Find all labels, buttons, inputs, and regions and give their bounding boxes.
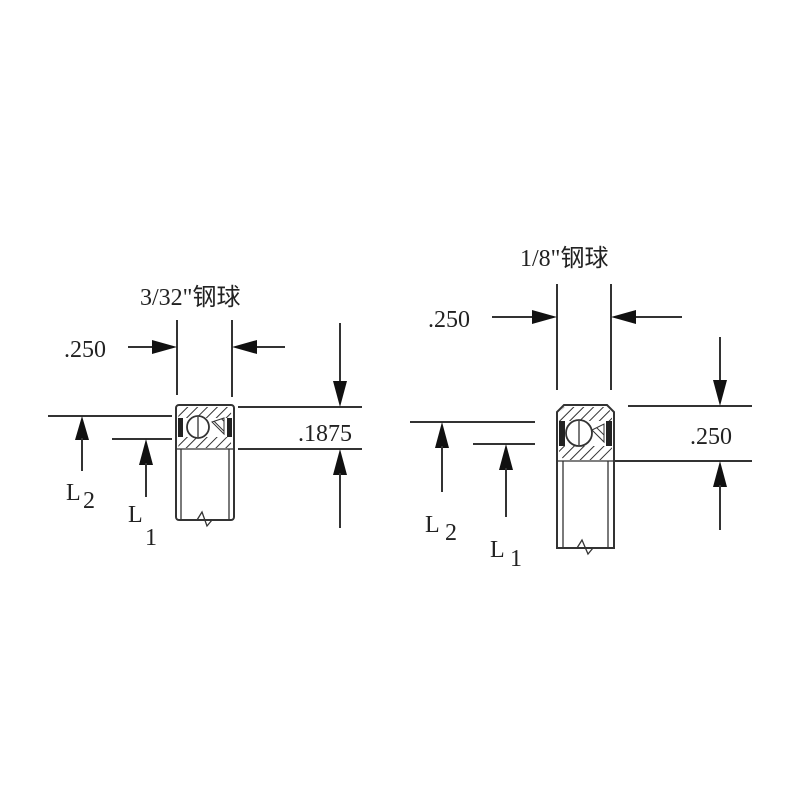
- arrow-left-icon: [611, 310, 636, 324]
- left-height-value: .1875: [298, 421, 352, 447]
- arrow-up-icon: [499, 444, 513, 470]
- arrow-down-icon: [333, 381, 347, 407]
- left-width-dimension: .250: [64, 320, 285, 397]
- left-l1-dimension: L 1: [112, 438, 172, 551]
- right-height-value: .250: [690, 424, 732, 450]
- arrow-up-icon: [333, 449, 347, 475]
- left-l2-dimension: L 2: [48, 415, 172, 514]
- arrow-up-icon: [713, 461, 727, 487]
- arrow-down-icon: [713, 380, 727, 406]
- svg-text:2: 2: [445, 520, 457, 546]
- svg-text:1: 1: [510, 546, 522, 572]
- arrow-up-icon: [139, 439, 153, 465]
- svg-text:L: L: [66, 480, 81, 506]
- right-height-dimension: .250: [614, 337, 752, 530]
- svg-text:L: L: [128, 502, 143, 528]
- right-l2-dimension: L 2: [410, 421, 535, 546]
- right-l1-dimension: L 1: [473, 443, 535, 572]
- arrow-right-icon: [532, 310, 557, 324]
- arrow-right-icon: [152, 340, 177, 354]
- right-width-value: .250: [428, 307, 470, 333]
- right-width-dimension: .250: [428, 284, 682, 390]
- right-bearing-diagram: 1/8"钢球 .250 L: [410, 245, 752, 572]
- arrow-up-icon: [435, 422, 449, 448]
- right-bearing-section: [556, 404, 615, 556]
- svg-text:1: 1: [145, 525, 157, 551]
- left-bearing-section: [175, 404, 235, 528]
- arrow-up-icon: [75, 416, 89, 440]
- left-bearing-diagram: 3/32"钢球 .250: [48, 284, 362, 551]
- arrow-left-icon: [232, 340, 257, 354]
- right-ball-size-title: 1/8"钢球: [520, 245, 608, 272]
- svg-text:L: L: [490, 537, 505, 563]
- svg-text:L: L: [425, 512, 440, 538]
- left-width-value: .250: [64, 337, 106, 363]
- left-ball-size-title: 3/32"钢球: [140, 284, 240, 311]
- left-height-dimension: .1875: [238, 323, 362, 528]
- svg-text:2: 2: [83, 488, 95, 514]
